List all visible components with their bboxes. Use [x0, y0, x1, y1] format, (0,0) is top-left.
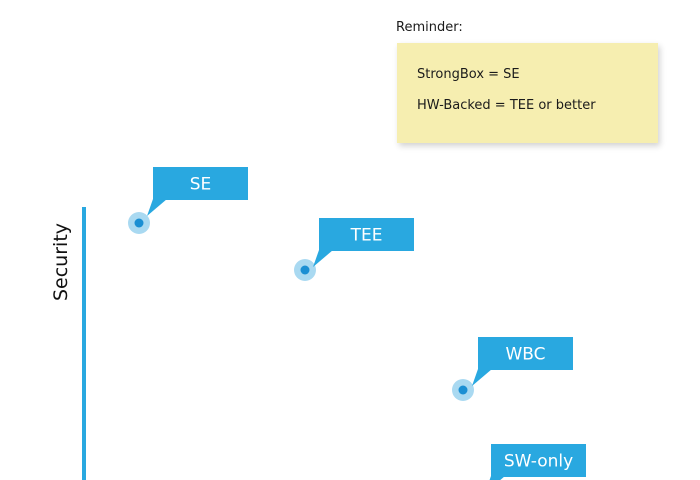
level-point-halo	[294, 259, 316, 281]
level-label-pointer	[489, 476, 505, 480]
level-label-pointer	[313, 250, 333, 267]
level-label: WBC	[505, 345, 545, 365]
level-label-pointer	[472, 369, 492, 386]
reminder-title: Reminder:	[396, 20, 463, 35]
level-point	[134, 218, 144, 228]
level-label-box	[153, 167, 248, 200]
level-point-halo	[452, 379, 474, 401]
level-label: TEE	[350, 226, 383, 246]
level-point	[300, 265, 310, 275]
security-axis-line	[82, 207, 86, 480]
level-point-halo	[128, 212, 150, 234]
levels-layer: SE TEE WBC SW-only	[128, 167, 586, 480]
level-label: SW-only	[504, 452, 573, 472]
reminder-note: StrongBox = SE HW-Backed = TEE or better	[397, 43, 658, 143]
level-label-pointer	[147, 199, 167, 216]
level-label: SE	[190, 175, 212, 195]
security-axis-label: Security	[50, 222, 72, 302]
level-label-box	[491, 444, 586, 477]
level-label-box	[478, 337, 573, 370]
reminder-line-strongbox: StrongBox = SE	[417, 67, 520, 82]
level-tee: TEE	[294, 218, 414, 281]
level-label-box	[319, 218, 414, 251]
level-se: SE	[128, 167, 248, 234]
level-wbc: WBC	[452, 337, 573, 401]
reminder-line-hw-backed: HW-Backed = TEE or better	[417, 98, 596, 113]
level-point	[458, 385, 468, 395]
level-sw-only: SW-only	[489, 444, 586, 480]
